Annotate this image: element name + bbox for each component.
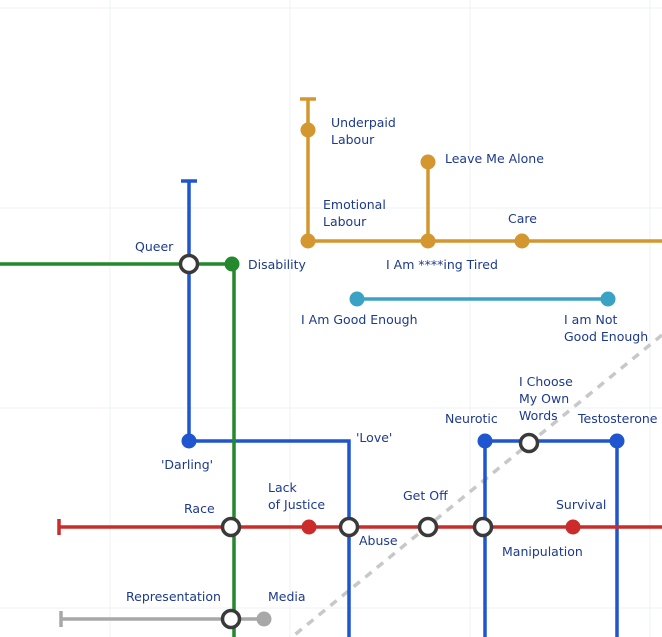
green-line bbox=[0, 262, 236, 637]
station-i-am-tired bbox=[420, 233, 436, 249]
red-line bbox=[57, 519, 662, 535]
station-emotional-labour bbox=[300, 233, 316, 249]
interchange-race bbox=[220, 516, 242, 538]
label-not-good-enough: I am Not Good Enough bbox=[564, 312, 648, 344]
station-testosterone bbox=[609, 433, 625, 449]
station-labels: Underpaid Labour Leave Me Alone Emotiona… bbox=[126, 115, 658, 604]
interchange-abuse bbox=[338, 516, 360, 538]
interchange-queer bbox=[178, 253, 200, 275]
label-representation: Representation bbox=[126, 589, 221, 604]
station-underpaid-labour bbox=[300, 122, 316, 138]
label-underpaid-labour: Underpaid Labour bbox=[331, 115, 400, 147]
label-choose-words: I Choose My Own Words bbox=[519, 374, 577, 423]
label-neurotic: Neurotic bbox=[445, 411, 498, 426]
label-love: 'Love' bbox=[356, 430, 392, 445]
label-race: Race bbox=[184, 501, 215, 516]
label-darling: 'Darling' bbox=[161, 457, 213, 472]
interchanges bbox=[178, 253, 540, 630]
label-manipulation: Manipulation bbox=[502, 544, 583, 559]
label-emotional-labour: Emotional Labour bbox=[323, 197, 390, 229]
stations bbox=[181, 122, 625, 627]
label-testosterone: Testosterone bbox=[577, 411, 658, 426]
station-care bbox=[514, 233, 530, 249]
station-survival bbox=[565, 519, 581, 535]
label-get-off: Get Off bbox=[403, 488, 448, 503]
label-care: Care bbox=[508, 211, 537, 226]
dashed-diagonal-line bbox=[290, 333, 662, 637]
interchange-representation bbox=[220, 608, 242, 630]
blue-line bbox=[181, 179, 619, 637]
label-media: Media bbox=[268, 589, 306, 604]
interchange-manipulation bbox=[472, 516, 494, 538]
label-disability: Disability bbox=[248, 257, 307, 272]
interchange-get-off bbox=[417, 516, 439, 538]
station-good-enough bbox=[349, 291, 365, 307]
station-leave-me-alone bbox=[420, 154, 436, 170]
label-leave-me-alone: Leave Me Alone bbox=[445, 151, 544, 166]
station-media bbox=[256, 611, 272, 627]
label-abuse: Abuse bbox=[359, 533, 398, 548]
interchange-choose-words bbox=[518, 432, 540, 454]
station-darling bbox=[181, 433, 197, 449]
label-lack-of-justice: Lack of Justice bbox=[268, 480, 325, 512]
station-not-good-enough bbox=[600, 291, 616, 307]
station-lack-of-justice bbox=[301, 519, 317, 535]
station-neurotic bbox=[477, 433, 493, 449]
label-i-am-tired: I Am ****ing Tired bbox=[386, 257, 498, 272]
station-disability bbox=[224, 256, 240, 272]
label-survival: Survival bbox=[556, 497, 606, 512]
label-queer: Queer bbox=[135, 239, 174, 254]
label-good-enough: I Am Good Enough bbox=[301, 312, 418, 327]
